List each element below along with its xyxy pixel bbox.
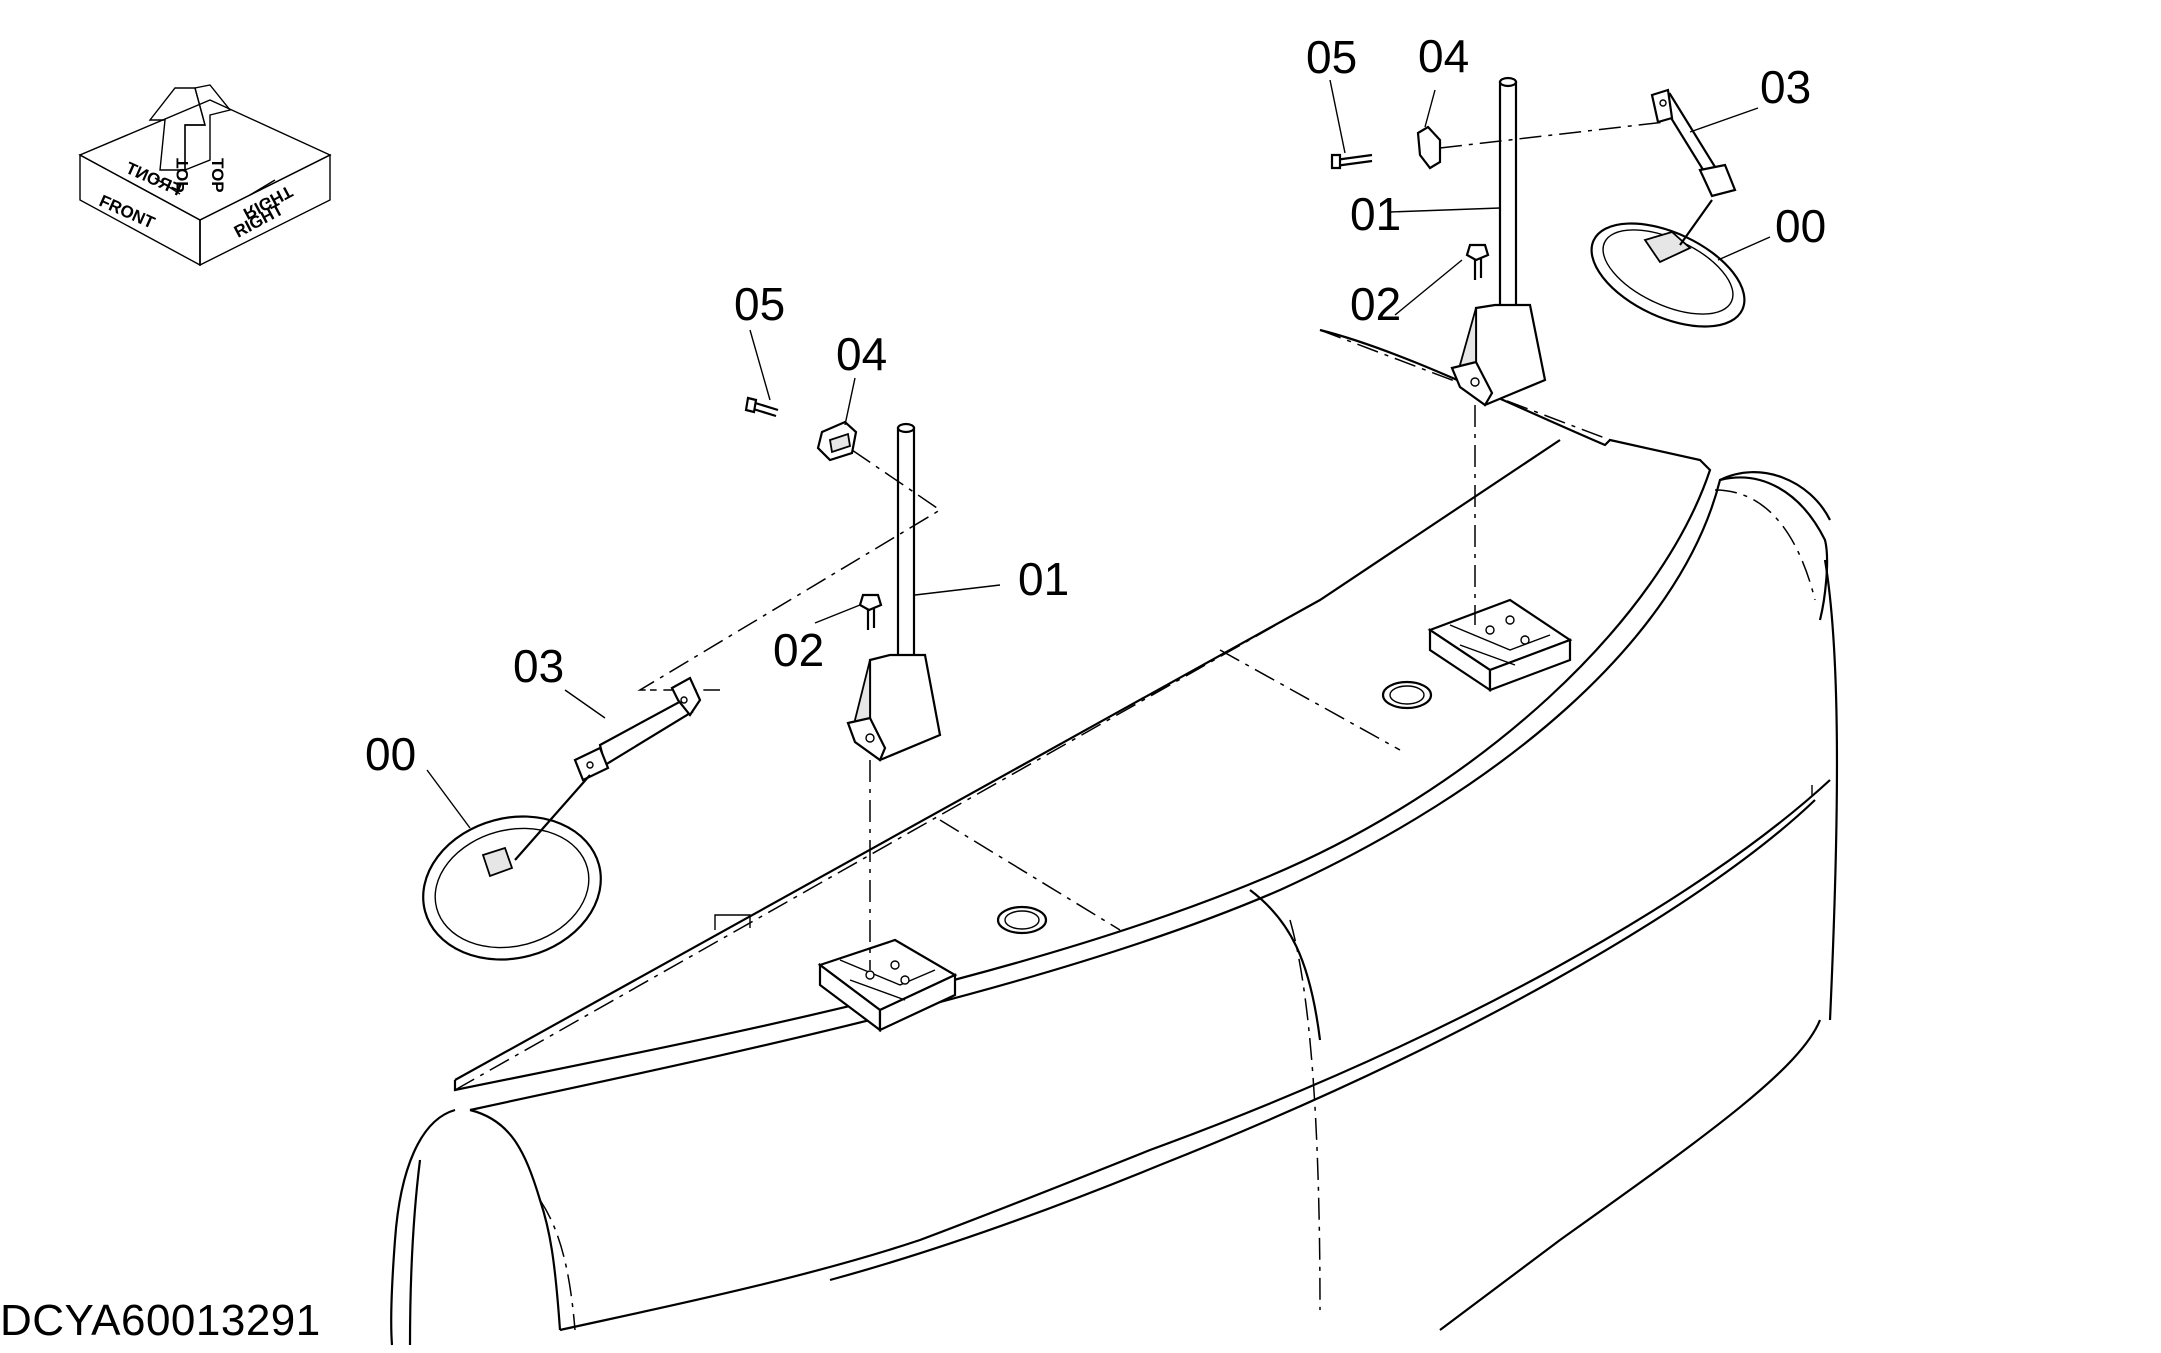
front-direction-label: FRONT xyxy=(96,191,158,232)
left-mounting-plate xyxy=(817,905,1048,1033)
cab-roof xyxy=(390,328,1839,1346)
callout-right-04: 04 xyxy=(1418,30,1469,82)
right-arm xyxy=(1650,88,1737,198)
top-direction-label: TOP xyxy=(208,158,227,193)
left-stay-assembly xyxy=(846,422,942,970)
callout-left-05: 05 xyxy=(734,278,785,330)
left-bolt xyxy=(858,593,883,630)
left-mirror xyxy=(422,774,602,961)
left-arm xyxy=(573,676,702,782)
callout-left-03: 03 xyxy=(513,640,564,692)
callout-right-05: 05 xyxy=(1306,31,1357,83)
callout-left-04: 04 xyxy=(836,328,887,380)
callout-right-03: 03 xyxy=(1760,61,1811,113)
right-mirror xyxy=(1590,199,1746,328)
top-direction-label-mirrored: TOP xyxy=(173,158,192,193)
callout-left-00: 00 xyxy=(365,728,416,780)
right-clamp-and-screw xyxy=(1330,121,1666,170)
orientation-indicator: FRONT RIGHT TOP FRONT RIGHT TOP xyxy=(78,84,332,267)
right-bolt xyxy=(1465,243,1490,280)
right-mounting-plate xyxy=(1381,598,1573,710)
callout-left-02: 02 xyxy=(773,624,824,676)
drawing-id: DCYA60013291 xyxy=(0,1296,321,1345)
callout-labels: 05 04 01 02 03 00 05 04 03 01 00 02 xyxy=(365,30,1826,780)
callout-right-02: 02 xyxy=(1350,278,1401,330)
left-clamp-and-screw xyxy=(637,396,942,691)
leader-lines xyxy=(426,79,1771,829)
callout-right-01: 01 xyxy=(1350,188,1401,240)
callout-right-00: 00 xyxy=(1775,200,1826,252)
right-stay-assembly xyxy=(1450,76,1547,625)
callout-left-01: 01 xyxy=(1018,553,1069,605)
